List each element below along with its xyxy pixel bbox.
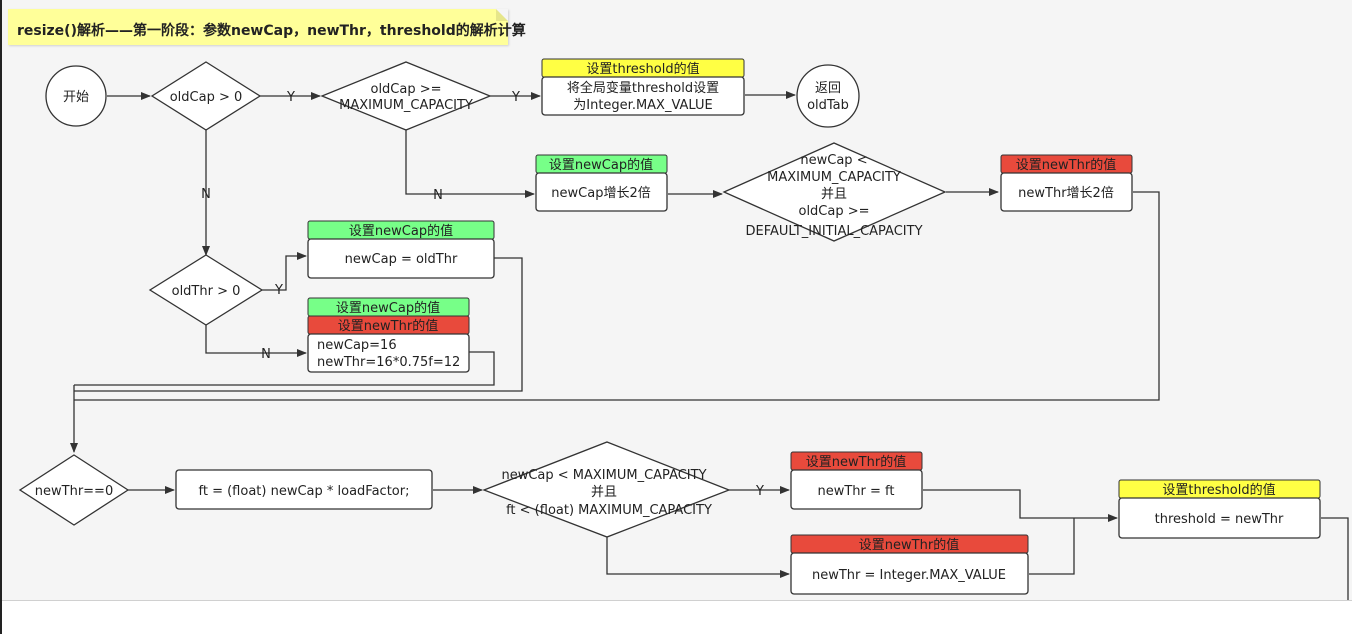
- label-no-max: N: [433, 188, 443, 203]
- decision-newthr-zero-shape: [18, 454, 130, 526]
- connectors: [70, 91, 1349, 600]
- start-node: 开始: [45, 65, 107, 127]
- threshold-group: 设置threshold的值 threshold = newThr: [1118, 479, 1321, 539]
- tag-set-threshold-1-label: 设置threshold的值: [586, 61, 699, 77]
- box-newcap-double-label: newCap增长2倍: [551, 186, 650, 201]
- decision-newcap-cond-line1: newCap <: [800, 153, 867, 168]
- label-yes-max: Y: [511, 90, 520, 105]
- decision-newcap-cond-shape: [722, 142, 947, 242]
- box-newthr-ft: [790, 469, 923, 510]
- newthr-max-group: 设置newThr的值 newThr = Integer.MAX_VALUE: [790, 534, 1029, 595]
- diagram-title: resize()解析——第一阶段：参数newCap，newThr，thresho…: [17, 23, 526, 39]
- decision-oldcap-gt0: oldCap > 0: [150, 61, 262, 131]
- return-node: 返回 oldTab: [796, 64, 860, 128]
- box-set-global-line1: 将全局变量threshold设置: [567, 80, 719, 96]
- label-no-oldcap: N: [201, 187, 211, 202]
- box-defaults-line1: newCap=16: [317, 338, 397, 353]
- tag-set-threshold-2-label: 设置threshold的值: [1162, 482, 1275, 498]
- tag-set-newcap-2-label: 设置newCap的值: [349, 223, 453, 239]
- tag-set-newcap-3-label: 设置newCap的值: [336, 300, 440, 316]
- edge-defaults-merge: [74, 351, 495, 386]
- edge-labels: Y Y N N Y N Y: [201, 90, 764, 499]
- edge-threshold-out: [1321, 517, 1349, 600]
- return-line1: 返回: [815, 81, 841, 96]
- tag-set-newthr-3-label: 设置newThr的值: [806, 454, 906, 470]
- label-yes-oldcap: Y: [286, 90, 295, 105]
- box-newthr-double-label: newThr增长2倍: [1018, 186, 1114, 201]
- set-global-threshold-group: 设置threshold的值 将全局变量threshold设置 为Integer.…: [541, 58, 745, 116]
- decision-newcap-cond-line5: DEFAULT_INITIAL_CAPACITY: [745, 224, 922, 239]
- decision-newthr-zero: newThr==0: [18, 454, 130, 526]
- box-threshold-label: threshold = newThr: [1155, 512, 1284, 527]
- tag-set-newthr-1-label: 设置newThr的值: [1016, 157, 1116, 173]
- decision-newthr-zero-label: newThr==0: [35, 484, 113, 499]
- start-label: 开始: [63, 90, 89, 105]
- decision-oldcap-gt0-label: oldCap > 0: [170, 90, 243, 105]
- box-newthr-double: [1000, 172, 1133, 212]
- decision-oldcap-max-shape: [320, 61, 492, 131]
- edge-max-no: [405, 130, 535, 198]
- tag-set-newthr-2-label: 设置newThr的值: [338, 318, 438, 334]
- edge-oldthr-no: [205, 325, 307, 357]
- decision-newcap-cond-line3: 并且: [821, 187, 847, 202]
- decision-oldcap-max-line1: oldCap >=: [370, 82, 441, 97]
- box-defaults-line2: newThr=16*0.75f=12: [317, 355, 460, 370]
- return-circle: [796, 64, 860, 128]
- label-no-oldthr: N: [261, 347, 271, 362]
- box-defaults: [307, 333, 470, 373]
- edge-newcap-oldthr-merge: [74, 257, 523, 392]
- box-set-global-line2: 为Integer.MAX_VALUE: [573, 98, 713, 113]
- edge-ft-cond-no: [606, 537, 790, 578]
- newcap-oldthr-group: 设置newCap的值 newCap = oldThr: [307, 220, 495, 279]
- decision-oldthr-gt0-label: oldThr > 0: [172, 284, 241, 299]
- edge-newthr-ft-to-threshold: [923, 489, 1118, 522]
- decision-oldcap-max-line2: MAXIMUM_CAPACITY: [339, 98, 473, 113]
- decision-ft-cond-shape: [482, 441, 731, 538]
- tag-set-newthr-4-label: 设置newThr的值: [859, 537, 959, 553]
- edge-oldthr-yes: [262, 252, 307, 291]
- box-ft-label: ft = (float) newCap * loadFactor;: [199, 484, 410, 499]
- decision-oldthr-gt0-shape: [148, 254, 264, 326]
- decision-newcap-cond: newCap < MAXIMUM_CAPACITY 并且 oldCap >= D…: [722, 142, 947, 242]
- decision-ft-cond-line3: ft < (float) MAXIMUM_CAPACITY: [506, 503, 712, 518]
- box-newcap-double: [535, 172, 668, 212]
- title-note: resize()解析——第一阶段：参数newCap，newThr，thresho…: [8, 9, 526, 45]
- right-margin: [1352, 0, 1357, 634]
- box-newthr-max-label: newThr = Integer.MAX_VALUE: [812, 568, 1006, 583]
- decision-ft-cond: newCap < MAXIMUM_CAPACITY 并且 ft < (float…: [482, 441, 731, 538]
- decision-oldthr-gt0: oldThr > 0: [148, 254, 264, 326]
- decision-ft-cond-line1: newCap < MAXIMUM_CAPACITY: [501, 468, 706, 483]
- box-set-global-threshold: [541, 76, 745, 116]
- edge-newthr-double-merge: [74, 191, 1160, 401]
- bottom-margin: [0, 600, 1357, 634]
- defaults-group: 设置newCap的值 设置newThr的值 newCap=16 newThr=1…: [307, 297, 470, 373]
- box-ft: [175, 469, 433, 510]
- decision-oldcap-max: oldCap >= MAXIMUM_CAPACITY: [320, 61, 492, 131]
- decision-ft-cond-line2: 并且: [591, 485, 617, 500]
- box-newcap-oldthr-label: newCap = oldThr: [345, 252, 458, 267]
- box-newcap-oldthr: [307, 238, 495, 279]
- label-yes-ft-cond: Y: [755, 484, 764, 499]
- note-fold-corner: [496, 9, 508, 21]
- start-circle: [45, 65, 107, 127]
- decision-newcap-cond-line2: MAXIMUM_CAPACITY: [767, 170, 901, 185]
- newthr-ft-group: 设置newThr的值 newThr = ft: [790, 451, 923, 510]
- return-line2: oldTab: [807, 98, 849, 113]
- newthr-double-group: 设置newThr的值 newThr增长2倍: [1000, 154, 1133, 212]
- box-threshold: [1118, 497, 1321, 539]
- label-yes-oldthr: Y: [274, 283, 283, 298]
- box-newthr-ft-label: newThr = ft: [818, 484, 895, 499]
- tag-set-newcap-1-label: 设置newCap的值: [549, 157, 653, 173]
- decision-oldcap-gt0-shape: [150, 61, 262, 131]
- box-newthr-max: [790, 552, 1029, 595]
- bottom-divider: [0, 600, 1357, 601]
- decision-newcap-cond-line4: oldCap >=: [798, 204, 869, 219]
- newcap-double-group: 设置newCap的值 newCap增长2倍: [535, 154, 668, 212]
- edge-newthr-max-to-threshold: [1029, 518, 1075, 575]
- ft-group: ft = (float) newCap * loadFactor;: [175, 469, 433, 510]
- left-border: [0, 0, 2, 634]
